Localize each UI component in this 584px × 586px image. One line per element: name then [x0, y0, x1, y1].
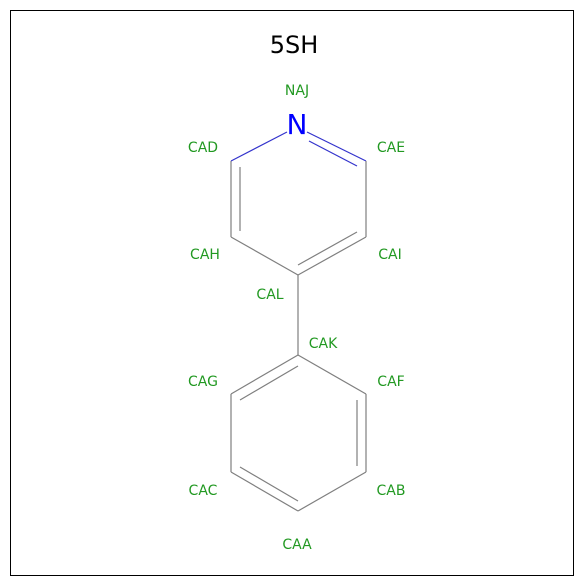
diagram-frame: [10, 10, 574, 576]
pyridine-ring: [230, 131, 367, 276]
bond-cag-cak: [230, 354, 299, 395]
bond-n-cae-inner: [308, 140, 358, 167]
atom-label-cag: CAG: [188, 374, 218, 390]
atom-label-cae: CAE: [377, 140, 405, 156]
atom-label-cah: CAH: [190, 247, 220, 263]
benzene-ring: [230, 354, 367, 512]
bond-cak-caf: [297, 354, 367, 395]
bond-caa-cac: [230, 471, 299, 512]
molecule-title: 5SH: [270, 31, 319, 59]
nitrogen-atom: N: [287, 108, 308, 141]
bond-cal-cah: [230, 236, 299, 276]
bond-cai-cal: [297, 236, 367, 276]
atom-label-caf: CAF: [377, 374, 404, 390]
atom-label-cac: CAC: [189, 483, 218, 499]
bond-cai-cal-inner: [297, 231, 358, 266]
bond-cad-n: [230, 131, 288, 162]
atom-label-naj: NAJ: [285, 83, 309, 99]
bond-n-cae: [306, 131, 367, 162]
bond-caa-cac-inner: [239, 466, 299, 502]
atom-labels: NAJ CAD CAE CAH CAI CAL CAK CAG CAF CAC …: [188, 83, 406, 553]
atom-label-caa: CAA: [282, 537, 312, 553]
bond-cag-cak-inner: [239, 365, 299, 401]
atom-label-cai: CAI: [378, 247, 401, 263]
bond-cab-caa: [297, 471, 367, 512]
atom-label-cal: CAL: [256, 287, 283, 303]
atom-label-cab: CAB: [377, 483, 406, 499]
atom-label-cak: CAK: [309, 336, 338, 352]
atom-label-cad: CAD: [188, 140, 218, 156]
